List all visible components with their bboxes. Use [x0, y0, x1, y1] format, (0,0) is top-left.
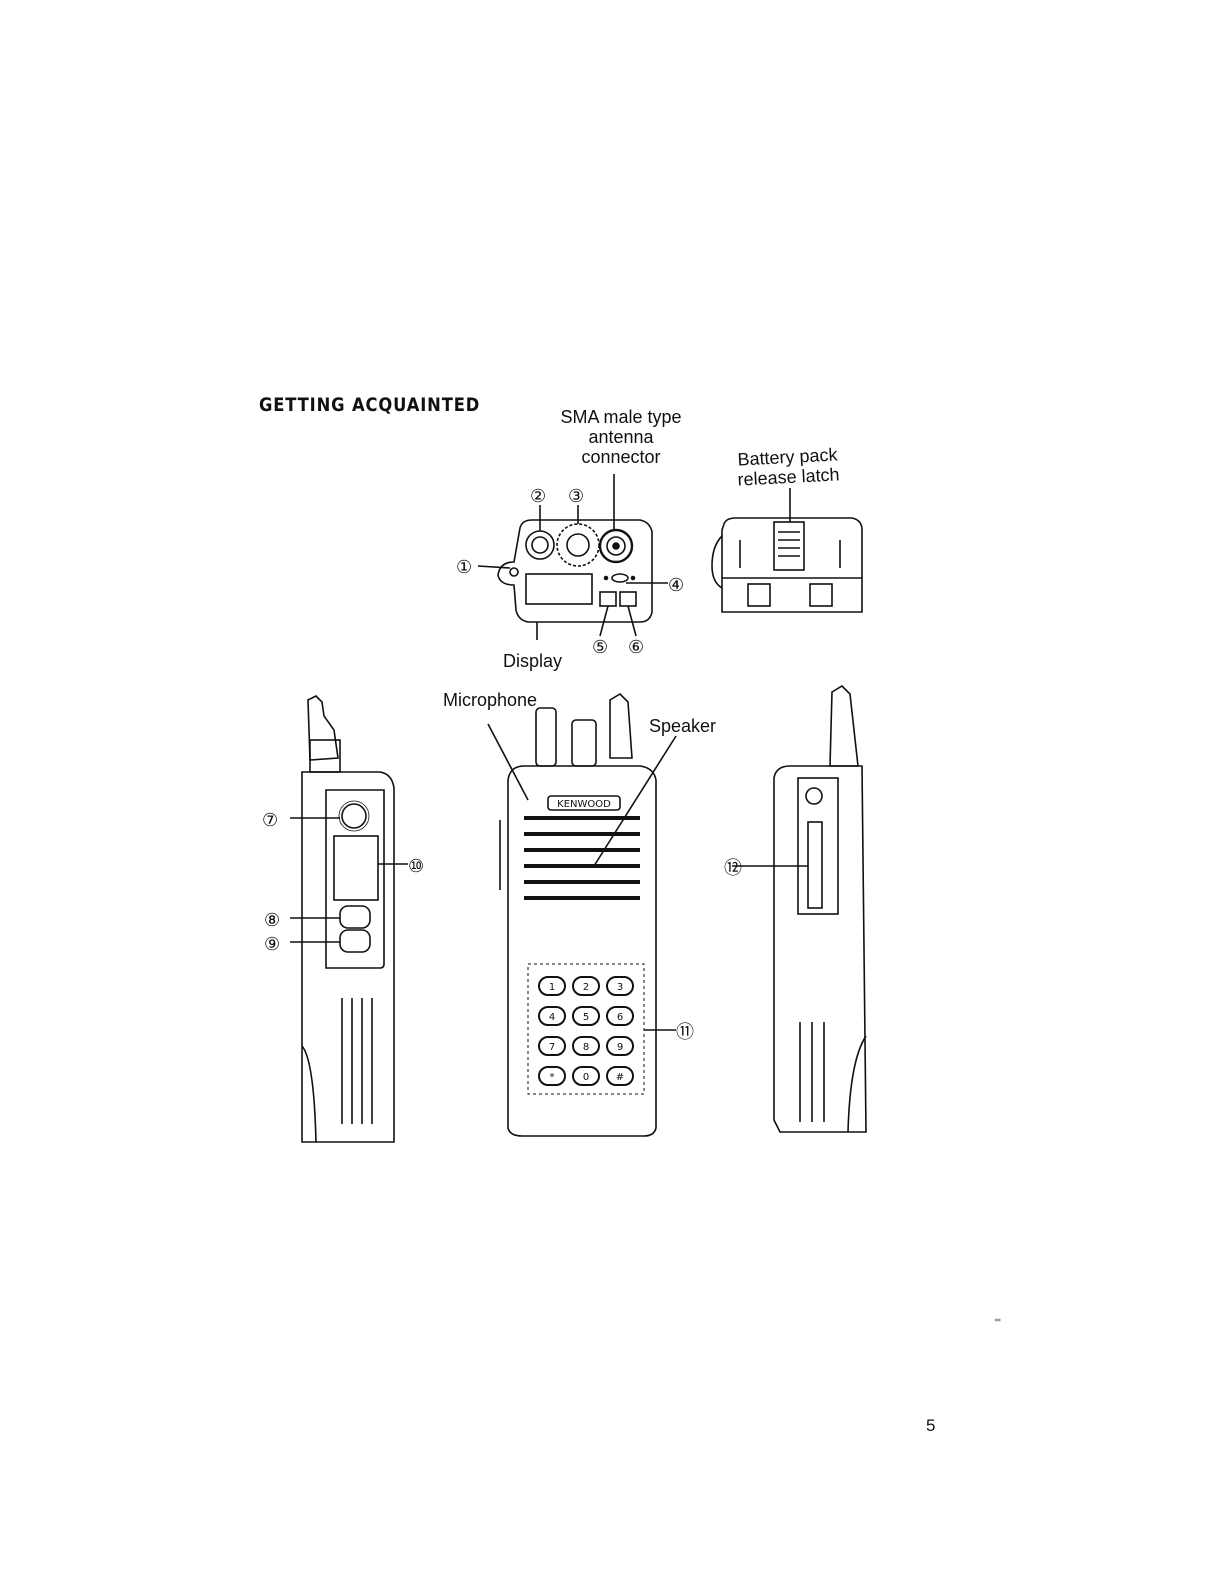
side-button-8: [340, 906, 370, 928]
selector-switch: [612, 574, 628, 582]
antenna: [308, 696, 338, 760]
callout-10: ⑩: [408, 856, 424, 877]
front-view: 1 2 3 4 5 6 7 8 9 * 0 #: [488, 694, 676, 1136]
callout-4: ④: [668, 575, 684, 596]
battery-release-latch: [774, 522, 804, 570]
keypad-key-label: 1: [549, 982, 555, 993]
right-side-view: [732, 686, 866, 1132]
callout-5: ⑤: [592, 637, 608, 658]
external-connector-12: [798, 778, 838, 914]
side-connector-10: [334, 836, 378, 900]
volume-knob: [526, 531, 554, 559]
keypad-key-label: 2: [583, 982, 589, 993]
keypad-key-label: 0: [583, 1072, 589, 1083]
front-knob-left: [536, 708, 556, 766]
callout-2: ②: [530, 486, 546, 507]
brand-text: KENWOOD: [557, 799, 611, 810]
right-antenna: [830, 686, 858, 766]
channel-selector-knob: [557, 524, 599, 566]
side-button-7: [342, 804, 366, 828]
callout-8: ⑧: [264, 910, 280, 931]
side-button-9: [340, 930, 370, 952]
keypad: 1 2 3 4 5 6 7 8 9 * 0 #: [539, 977, 633, 1085]
battery-pack-view: [712, 488, 862, 612]
callout-6: ⑥: [628, 637, 644, 658]
callout-numbers: ① ② ③ ④ ⑤ ⑥ ⑦ ⑧ ⑨ ⑩ ⑪ ⑫: [262, 486, 742, 1043]
keypad-key-label: #: [616, 1072, 624, 1083]
keypad-key-label: 4: [549, 1012, 555, 1023]
speaker-grille: [524, 818, 640, 898]
keypad-key-label: *: [550, 1072, 555, 1083]
keypad-key-label: 3: [617, 982, 623, 993]
callout-7: ⑦: [262, 810, 278, 831]
front-knob-right: [572, 720, 596, 766]
front-antenna: [610, 694, 632, 758]
keypad-key-label: 5: [583, 1012, 589, 1023]
keypad-key-label: 7: [549, 1042, 555, 1053]
callout-1: ①: [456, 557, 472, 578]
left-side-view: [290, 696, 408, 1142]
callout-3: ③: [568, 486, 584, 507]
callout-9: ⑨: [264, 934, 280, 955]
function-key-5: [600, 592, 616, 606]
indicator-led: [510, 568, 518, 576]
keypad-key-label: 9: [617, 1042, 623, 1053]
callout-11: ⑪: [676, 1022, 694, 1043]
display-window: [526, 574, 592, 604]
function-key-6: [620, 592, 636, 606]
callout-12: ⑫: [724, 858, 742, 879]
keypad-key-label: 6: [617, 1012, 623, 1023]
keypad-key-label: 8: [583, 1042, 589, 1053]
